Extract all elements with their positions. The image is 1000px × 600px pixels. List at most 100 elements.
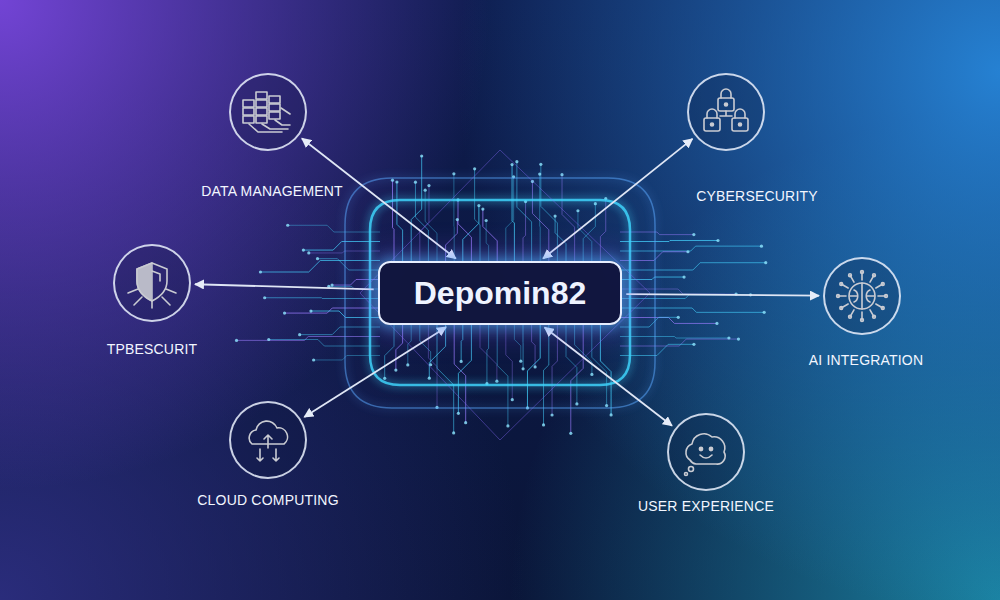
glow-frame <box>370 200 630 385</box>
arrow-connector <box>543 139 692 259</box>
trace-dot <box>515 160 518 163</box>
circuit-trace <box>532 325 535 367</box>
circuit-trace <box>620 263 766 270</box>
trace-dot <box>692 343 695 346</box>
circuit-trace <box>562 175 575 262</box>
trace-dot <box>519 360 522 363</box>
trace-dot <box>538 172 541 175</box>
trace-dot <box>727 336 730 339</box>
circuit-trace <box>620 240 718 241</box>
circuit-trace <box>497 325 508 426</box>
trace-dot <box>464 421 467 424</box>
trace-dot <box>716 239 719 242</box>
circuit-trace <box>487 325 489 384</box>
trace-dot <box>312 358 315 361</box>
circuit-trace <box>544 325 549 425</box>
icon-circle: CLOUD COMPUTING <box>229 401 307 479</box>
circuit-trace <box>578 211 592 262</box>
diamond-outline <box>360 150 650 440</box>
circuit-trace <box>517 162 532 262</box>
trace-dot <box>283 311 286 314</box>
circuit-trace <box>583 204 595 262</box>
trace-dot <box>763 311 766 314</box>
circuit-trace <box>458 200 471 262</box>
trace-dot <box>330 283 333 286</box>
circuit-trace <box>620 246 761 251</box>
trace-dot <box>302 248 305 251</box>
trace-dot <box>760 245 763 248</box>
trace-dot <box>307 251 310 254</box>
icon-circle: AI INTEGRATION <box>823 257 901 335</box>
circuit-trace <box>393 180 394 262</box>
trace-dot <box>590 373 593 376</box>
circuit-trace <box>458 325 471 413</box>
trace-dot <box>309 309 312 312</box>
trace-dot <box>692 233 695 236</box>
trace-dot <box>533 365 536 368</box>
decoration <box>195 138 819 425</box>
trace-dot <box>456 218 459 221</box>
trace-dot <box>235 339 238 342</box>
circuit-trace <box>620 308 764 312</box>
circuit-trace <box>514 325 520 361</box>
circuit-trace <box>541 164 558 262</box>
circuit-trace <box>506 325 512 400</box>
icon-label: AI INTEGRATION <box>809 352 924 369</box>
trace-dot <box>510 163 513 166</box>
trace-dot <box>553 215 556 218</box>
core-box: Depomin82 <box>378 261 622 325</box>
trace-dot <box>298 333 301 336</box>
circuit-trace <box>512 165 514 262</box>
trace-dot <box>406 363 409 366</box>
trace-dot <box>414 181 417 184</box>
icon-circle: DATA MANAGEMENT <box>229 73 307 151</box>
trace-dot <box>267 338 270 341</box>
trace-dot <box>539 163 542 166</box>
trace-dot <box>485 219 488 222</box>
trace-dot <box>542 423 545 426</box>
circuit-trace <box>527 325 540 408</box>
trace-dot <box>550 413 553 416</box>
icon-label: USER EXPERIENCE <box>638 498 774 515</box>
arrow-connector <box>545 327 672 425</box>
trace-dot <box>506 424 509 427</box>
circuit-trace <box>300 327 380 335</box>
trace-dot <box>609 413 612 416</box>
circuit-trace <box>571 325 583 433</box>
circuit-trace <box>620 318 717 324</box>
trace-dot <box>576 209 579 212</box>
trace-dot <box>457 412 460 415</box>
arrow-connector <box>304 327 446 417</box>
trace-dot <box>460 360 463 363</box>
trace-dot <box>495 380 498 383</box>
circuit-trace <box>552 325 557 415</box>
trace-dot <box>764 261 767 264</box>
circuit-trace <box>303 242 380 251</box>
trace-dot <box>428 377 431 380</box>
trace-dot <box>424 189 427 192</box>
circuit-trace <box>620 339 738 346</box>
circuit-trace <box>463 206 479 262</box>
trace-dot <box>286 224 289 227</box>
icon-label: CYBERSECURITY <box>696 188 818 205</box>
circuit-trace <box>288 225 380 232</box>
trace-dot <box>394 369 397 372</box>
circuit-trace <box>453 174 454 262</box>
circuit-trace <box>483 209 497 262</box>
trace-dot <box>682 275 685 278</box>
trace-dot <box>575 402 578 405</box>
trace-dot <box>383 377 386 380</box>
circuit-trace <box>523 202 526 262</box>
trace-dot <box>521 367 524 370</box>
trace-dot <box>511 398 514 401</box>
trace-dot <box>569 432 572 435</box>
circuit-trace <box>555 216 566 262</box>
trace-dot <box>473 167 476 170</box>
circuit-trace <box>385 325 394 378</box>
circuit-trace <box>566 325 577 404</box>
trace-dot <box>737 337 740 340</box>
circuit-trace <box>486 221 488 262</box>
circuit-trace <box>620 337 729 339</box>
circuit-trace <box>461 325 463 361</box>
